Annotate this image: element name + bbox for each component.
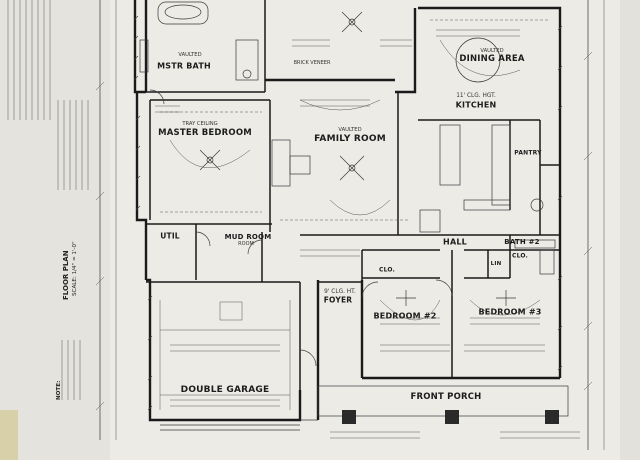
note-vaulted-bath: VAULTED bbox=[178, 52, 202, 58]
garage-beam-lines bbox=[159, 300, 291, 410]
room-label-util: UTIL bbox=[160, 231, 180, 241]
note-brick-veneer: BRICK VENEER bbox=[293, 60, 331, 66]
note-clg-hgt: 11' CLG. HGT. bbox=[456, 93, 496, 99]
room-label-kitchen: KITCHEN bbox=[455, 100, 497, 110]
margin-notes-lines bbox=[7, 0, 89, 400]
ceiling-fan-top bbox=[341, 11, 363, 33]
room-label-family-room: FAMILY ROOM bbox=[314, 134, 386, 144]
room-label-dining-area: DINING AREA bbox=[459, 54, 525, 64]
room-label-clo-right: CLO. bbox=[511, 252, 529, 260]
annotation-lines bbox=[155, 29, 580, 439]
note-vaulted-dining: VAULTED bbox=[480, 48, 504, 54]
room-label-front-porch: FRONT PORCH bbox=[410, 392, 482, 402]
room-label-hall: HALL bbox=[443, 237, 467, 247]
ceiling-fan-bedroom3 bbox=[496, 290, 516, 306]
room-label-double-garage: DOUBLE GARAGE bbox=[180, 385, 270, 395]
bath-fixtures bbox=[139, 39, 259, 81]
brick-hatch bbox=[133, 15, 563, 411]
room-label-mud: MUD ROOM bbox=[224, 233, 272, 241]
right-margin bbox=[620, 0, 640, 460]
room-label-foyer: FOYER bbox=[323, 295, 353, 305]
bath2-fixtures bbox=[514, 239, 556, 275]
dining-table-outline bbox=[455, 37, 501, 83]
ceiling-fan-family bbox=[339, 155, 365, 181]
note-tray-ceiling: TRAY CEILING bbox=[182, 121, 218, 127]
left-margin bbox=[0, 0, 110, 460]
porch-outline bbox=[160, 385, 569, 431]
room-label-bath2: BATH #2 bbox=[504, 238, 540, 246]
title-scale: SCALE: 1/4" = 1'-0" bbox=[72, 241, 78, 296]
ceiling-fan-bedroom2 bbox=[396, 290, 416, 306]
right-dim-ticks bbox=[95, 51, 593, 411]
room-label-bedroom3: BEDROOM #3 bbox=[478, 307, 542, 317]
room-label-lin: LIN bbox=[490, 261, 502, 267]
door-swings bbox=[149, 89, 453, 367]
electrical-wiring bbox=[169, 39, 541, 321]
room-label-pantry: PANTRY bbox=[514, 149, 542, 157]
kitchen-counters bbox=[419, 124, 544, 233]
room-label-bedroom2: BEDROOM #2 bbox=[373, 311, 437, 321]
sheet-corner bbox=[0, 410, 18, 460]
title-floor-plan: FLOOR PLAN bbox=[62, 250, 70, 300]
note-room-1: ROOM bbox=[238, 241, 254, 247]
note-vaulted-family: VAULTED bbox=[338, 127, 362, 133]
interior-walls bbox=[146, 0, 560, 420]
note-foyer-ht: 9' CLG. HT. bbox=[324, 289, 356, 295]
ceiling-fan-master bbox=[199, 149, 221, 171]
room-label-master-bedroom: MASTER BEDROOM bbox=[158, 128, 252, 138]
room-label-clo-left: CLO. bbox=[378, 266, 396, 274]
porch-columns bbox=[342, 410, 559, 424]
note-heading: NOTE: bbox=[56, 380, 62, 400]
bathtub bbox=[157, 1, 209, 25]
fireplace bbox=[271, 139, 311, 187]
room-label-mstr-bath: MSTR BATH bbox=[157, 61, 211, 71]
